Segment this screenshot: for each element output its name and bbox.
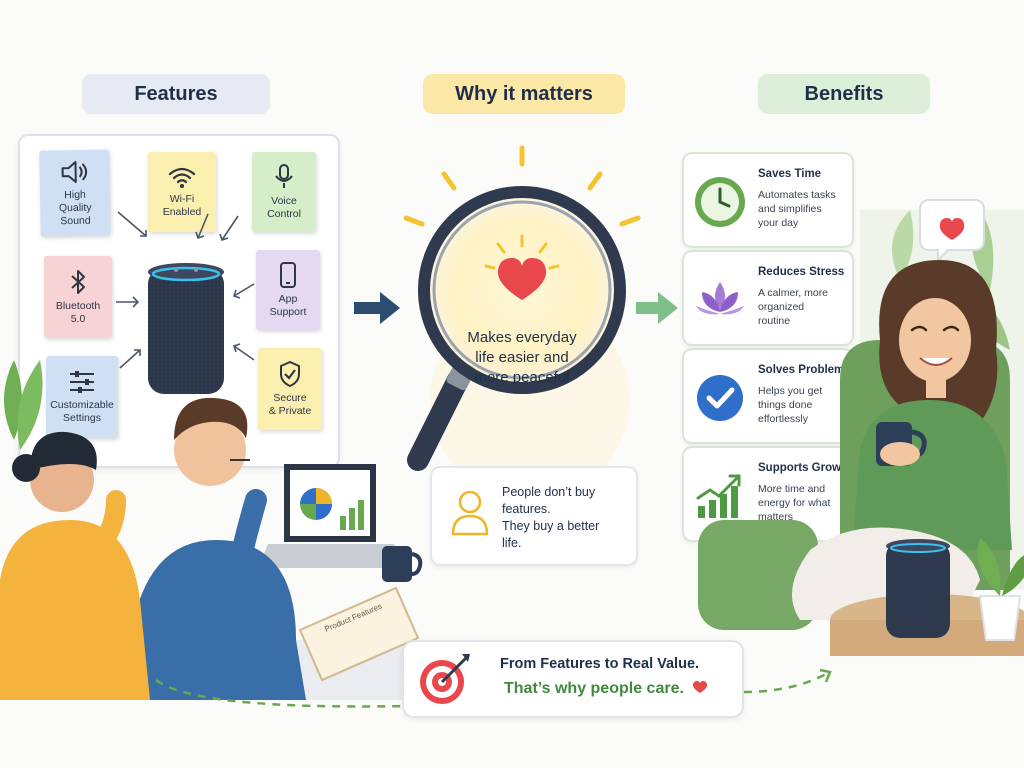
lens-message: Makes everyday life easier and more peac… xyxy=(467,329,577,386)
banner-tagline: That’s why people care. xyxy=(504,680,708,698)
feature-note-wifi-enabled: Wi-Fi Enabled xyxy=(148,152,216,232)
growth-chart-icon xyxy=(696,474,741,518)
heart-icon xyxy=(693,681,708,693)
bluetooth-icon xyxy=(71,270,85,294)
feature-note-voice-control: Voice Control xyxy=(252,152,316,232)
dashed-flow-arrow xyxy=(155,678,407,708)
why-section-label: Why it matters xyxy=(423,74,625,114)
dashed-flow-arrow xyxy=(743,668,832,694)
clock-icon xyxy=(695,177,745,227)
feature-note-customizable-settings: Customizable Settings xyxy=(46,356,118,438)
smart-speaker-illustration xyxy=(116,211,255,394)
feature-note-bluetooth: Bluetooth 5.0 xyxy=(44,256,112,338)
microphone-icon xyxy=(275,164,293,188)
banner-headline: From Features to Real Value. xyxy=(500,656,700,672)
speaker-volume-icon xyxy=(61,160,88,183)
value-banner: From Features to Real Value. That’s why … xyxy=(402,640,744,718)
heart-icon xyxy=(497,258,547,300)
sliders-icon xyxy=(70,371,94,393)
feature-note-app-support: App Support xyxy=(256,250,320,330)
benefits-section-label: Benefits xyxy=(758,74,930,114)
wifi-icon xyxy=(168,167,196,188)
quote-card: People don’t buy features. They buy a be… xyxy=(430,466,638,566)
target-icon xyxy=(420,654,470,704)
arrow-right-icon xyxy=(354,292,400,324)
team-working-illustration: Product Features xyxy=(0,360,430,700)
magnifying-glass-illustration xyxy=(403,145,641,500)
heart-icon xyxy=(939,218,965,240)
checkmark-icon xyxy=(697,375,743,421)
relaxed-woman-illustration xyxy=(698,199,1024,656)
phone-app-icon xyxy=(280,262,296,288)
feature-note-high-quality-sound: High Quality Sound xyxy=(39,149,111,237)
person-icon xyxy=(451,490,489,536)
shield-check-icon xyxy=(280,361,300,387)
features-section-label: Features xyxy=(82,74,270,114)
lotus-icon xyxy=(696,282,744,315)
feature-note-secure-private: Secure & Private xyxy=(258,348,322,430)
arrow-right-icon xyxy=(636,292,678,324)
